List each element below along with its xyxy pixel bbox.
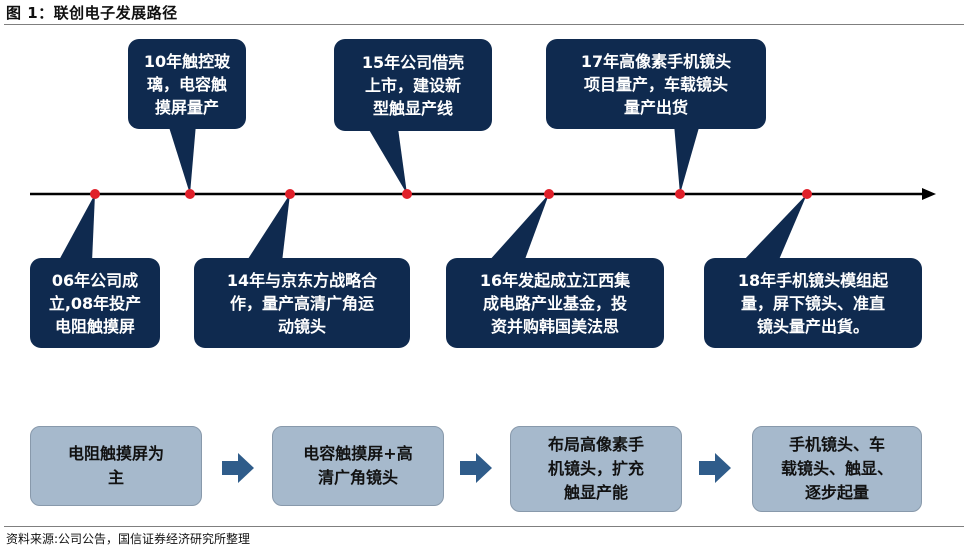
right-arrow-icon xyxy=(460,453,492,483)
callout-pointer-17 xyxy=(674,124,700,194)
bottom-divider xyxy=(4,526,964,527)
callout-pointer-06 xyxy=(58,194,95,262)
figure-title: 图 1：联创电子发展路径 xyxy=(6,4,178,22)
source-note: 资料来源:公司公告，国信证券经济研究所整理 xyxy=(6,532,251,546)
milestone-dot xyxy=(675,189,685,199)
stage-box-3: 布局高像素手 机镜头，扩充 触显产能 xyxy=(510,426,682,512)
callout-pointer-15 xyxy=(368,128,407,194)
callout-pointer-10 xyxy=(168,124,196,194)
milestone-dot xyxy=(185,189,195,199)
top-divider xyxy=(4,24,964,25)
stage-box-4: 手机镜头、车 载镜头、触显、 逐步起量 xyxy=(752,426,922,512)
callout-pointer-16 xyxy=(488,194,549,262)
milestone-bubble-2017: 17年高像素手机镜头 项目量产，车载镜头 量产出货 xyxy=(546,39,766,129)
milestone-bubble-2018: 18年手机镜头模组起 量，屏下镜头、准直 镜头量产出貨。 xyxy=(704,258,922,348)
milestone-dot xyxy=(544,189,554,199)
timeline-arrowhead xyxy=(922,188,936,200)
milestone-dot xyxy=(402,189,412,199)
milestone-bubble-2015: 15年公司借壳 上市，建设新 型触显产线 xyxy=(334,39,492,131)
milestone-dot xyxy=(285,189,295,199)
milestone-bubble-2006: 06年公司成 立,08年投产 电阻触摸屏 xyxy=(30,258,160,348)
right-arrow-icon xyxy=(699,453,731,483)
stage-box-1: 电阻触摸屏为 主 xyxy=(30,426,202,506)
milestone-bubble-2016: 16年发起成立江西集 成电路产业基金，投 资并购韩国美法思 xyxy=(446,258,664,348)
milestone-bubble-2010: 10年触控玻 璃，电容触 摸屏量产 xyxy=(128,39,246,129)
callout-pointer-18 xyxy=(742,194,807,262)
stage-box-2: 电容触摸屏+高 清广角镜头 xyxy=(272,426,444,506)
milestone-bubble-2014: 14年与京东方战略合 作，量产高清广角运 动镜头 xyxy=(194,258,410,348)
milestone-dot xyxy=(802,189,812,199)
milestone-dot xyxy=(90,189,100,199)
callout-pointer-14 xyxy=(246,194,290,262)
right-arrow-icon xyxy=(222,453,254,483)
